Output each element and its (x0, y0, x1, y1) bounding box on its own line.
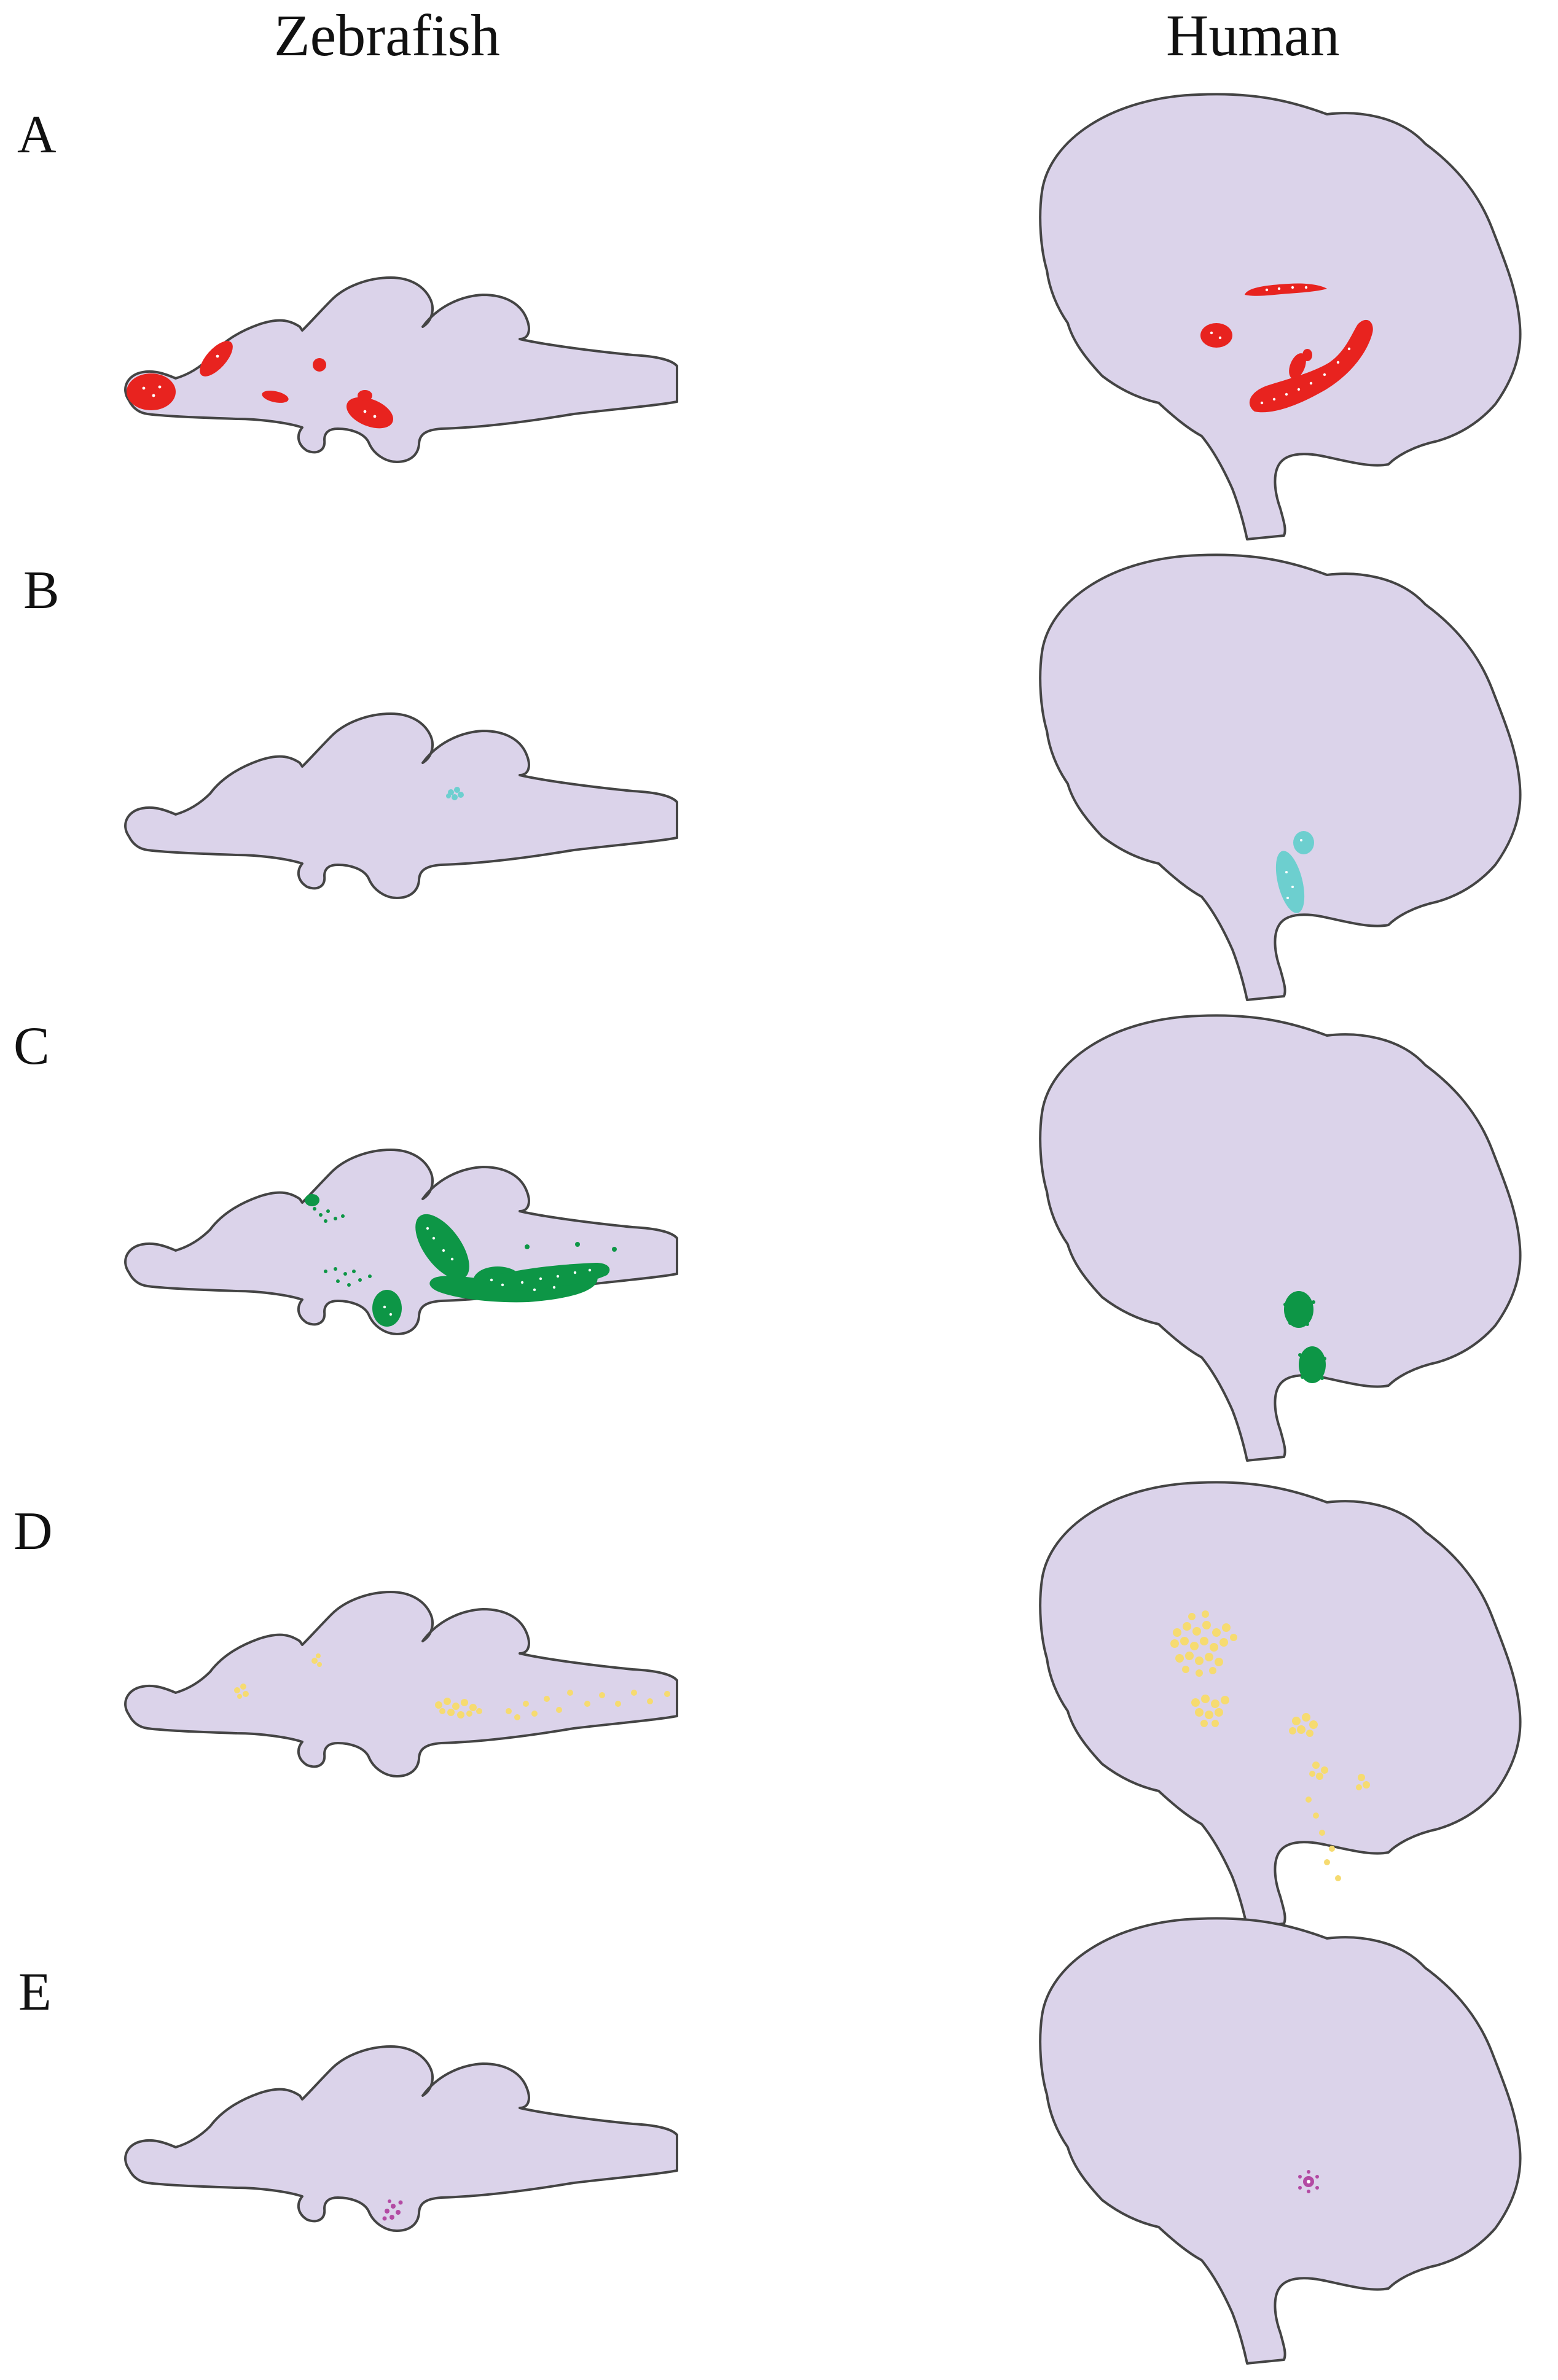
human-regions-b (1275, 831, 1314, 913)
human-regions-c (1283, 1291, 1326, 1383)
zebrafish-brain-d (124, 1591, 678, 1777)
zebrafish-brain-outline (124, 712, 678, 899)
zebrafish-brain-outline (124, 2045, 678, 2232)
zebrafish-brain-e (124, 2045, 678, 2232)
human-brain-e (1039, 1917, 1522, 2365)
human-brain-outline (1039, 93, 1522, 540)
zebrafish-brain-b (124, 712, 678, 899)
human-brain-outline (1039, 1481, 1522, 1929)
zebrafish-brain-outline (124, 276, 678, 463)
row-label-e: E (18, 1962, 52, 2022)
zebrafish-regions-d (234, 1653, 670, 1720)
human-brain-outline (1039, 553, 1522, 1001)
human-brain-b (1039, 553, 1522, 1001)
column-title-zebrafish: Zebrafish (274, 2, 500, 68)
human-brain-d (1039, 1481, 1522, 1929)
human-regions-d (1170, 1610, 1370, 1881)
zebrafish-regions-a (127, 341, 393, 429)
row-label-d: D (14, 1502, 53, 1561)
zebrafish-regions-e (382, 2199, 403, 2221)
zebrafish-brain-c (124, 1149, 678, 1335)
zebrafish-regions-b (446, 787, 464, 800)
column-title-human: Human (1166, 2, 1340, 68)
row-label-a: A (17, 105, 57, 165)
zebrafish-regions-c (305, 1194, 617, 1327)
human-brain-outline (1039, 1014, 1522, 1462)
human-brain-c (1039, 1014, 1522, 1462)
zebrafish-brain-outline (124, 1591, 678, 1777)
row-label-c: C (14, 1016, 50, 1076)
human-brain-a (1039, 93, 1522, 540)
row-label-b: B (23, 561, 60, 620)
zebrafish-brain-a (124, 276, 678, 463)
human-brain-outline (1039, 1917, 1522, 2365)
